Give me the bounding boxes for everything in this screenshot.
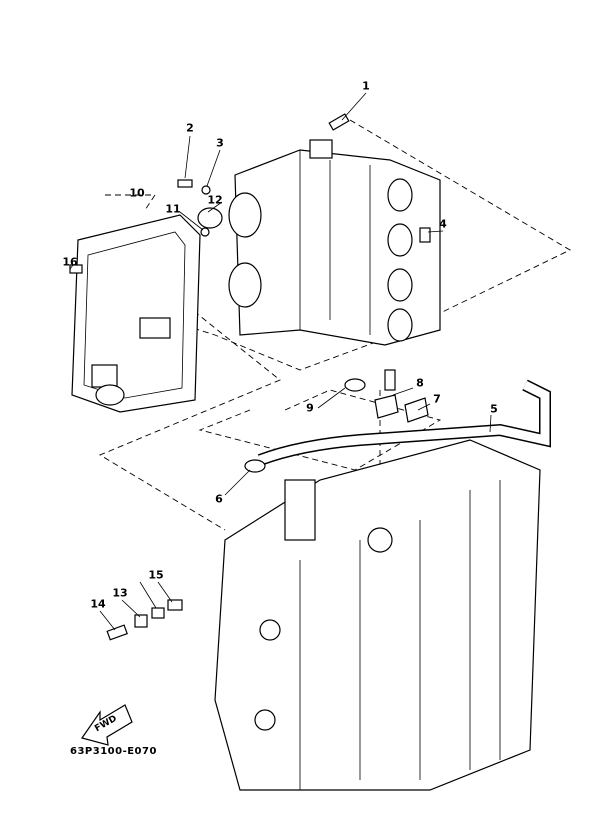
callout-1: 1 [362,79,370,93]
callout-10: 10 [129,186,145,200]
callout-2: 2 [186,121,194,135]
engine-block-part [214,439,541,791]
intake-manifold-part [228,139,441,346]
callout-7: 7 [433,392,441,406]
drawing-code: 63P3100-E070 [70,746,157,757]
callout-4: 4 [439,217,447,231]
callout-16: 16 [62,255,78,269]
callout-5: 5 [490,402,498,416]
leader-lines [69,92,492,631]
callout-12: 12 [207,193,223,207]
intake-cover-part [71,214,201,413]
callout-8: 8 [416,376,424,390]
callout-14: 14 [90,597,106,611]
hardware-parts [69,113,431,641]
callout-6: 6 [215,492,223,506]
callout-9: 9 [306,401,314,415]
callout-3: 3 [216,136,224,150]
callout-13: 13 [112,586,128,600]
callout-15: 15 [148,568,164,582]
fwd-arrow-icon [81,704,133,746]
callout-11: 11 [165,202,181,216]
hose-part [257,379,551,466]
